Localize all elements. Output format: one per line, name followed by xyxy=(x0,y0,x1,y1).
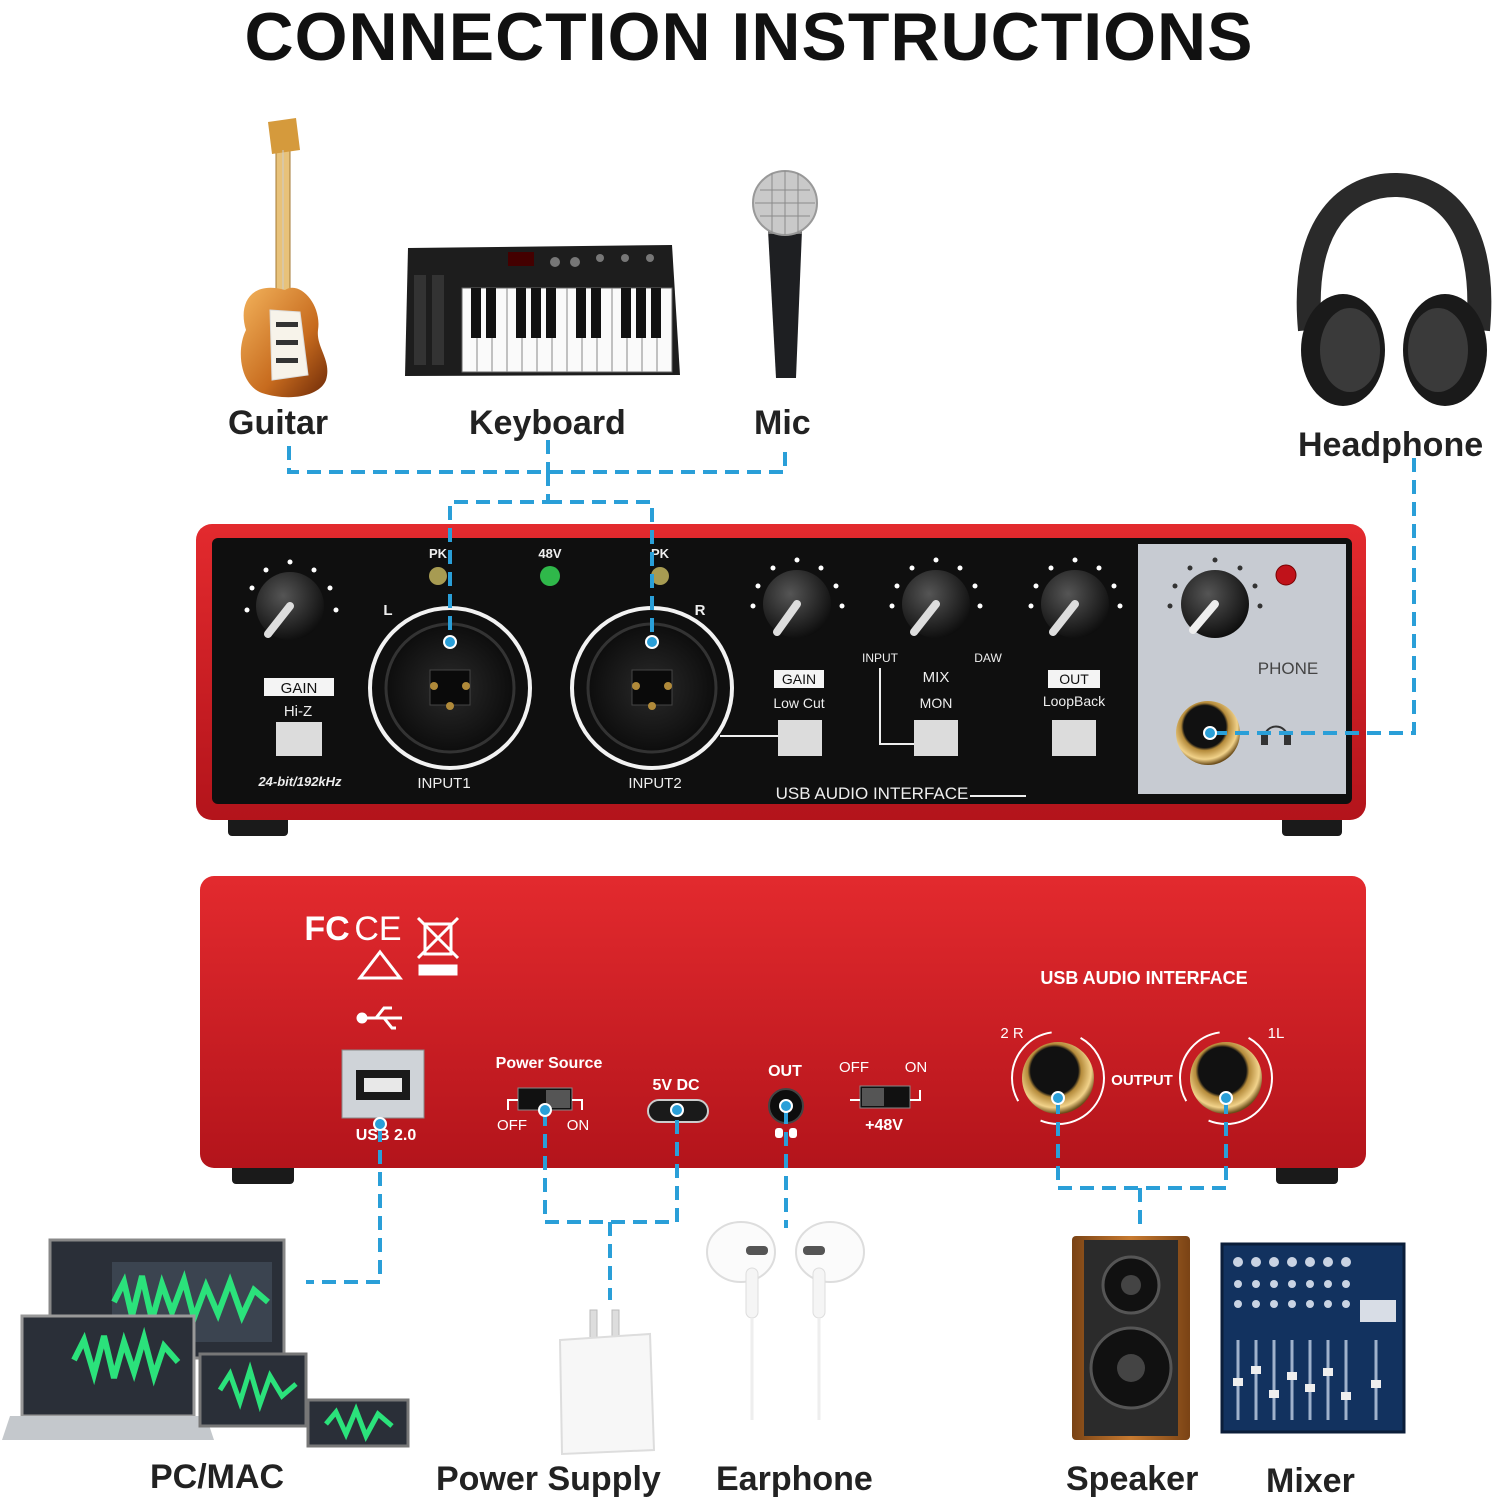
output-line xyxy=(1056,1100,1228,1190)
input2-label: INPUT2 xyxy=(628,775,681,792)
weee-bin-icon xyxy=(416,916,460,976)
connection-lines xyxy=(287,440,1416,1300)
mix-knob[interactable] xyxy=(902,570,970,638)
usb-b-port[interactable] xyxy=(341,1049,425,1119)
headphone-label: Headphone xyxy=(1298,426,1484,464)
guitar-label: Guitar xyxy=(228,404,329,442)
headphone-icon xyxy=(1296,172,1492,406)
gain-knob-right[interactable] xyxy=(763,570,831,638)
power-supply-label: Power Supply xyxy=(436,1460,661,1498)
out-dots xyxy=(1028,557,1123,609)
low-cut-button[interactable] xyxy=(778,720,822,756)
out-jack-label: OUT xyxy=(768,1063,802,1080)
output-label: OUTPUT xyxy=(1111,1072,1173,1089)
gain-label-box-left xyxy=(264,678,334,696)
guitar-icon xyxy=(240,118,328,398)
pc-mac-icon xyxy=(2,1238,410,1448)
power-adapter-icon xyxy=(558,1309,656,1456)
rcm-mark-icon xyxy=(356,949,404,980)
ce-mark: CE xyxy=(354,910,401,948)
hi-z-button[interactable] xyxy=(276,722,322,756)
phone-knob[interactable] xyxy=(1181,570,1249,638)
48v-ticks xyxy=(850,1090,921,1101)
48v-on-label: ON xyxy=(905,1059,928,1076)
gain-dots-right xyxy=(750,557,845,609)
phone-label: PHONE xyxy=(1258,659,1318,678)
usb-symbol-icon xyxy=(356,1006,402,1030)
mixer-label: Mixer xyxy=(1266,1462,1355,1500)
input1-line xyxy=(448,472,550,640)
loopback-label: LoopBack xyxy=(1043,693,1106,709)
5v-dc-label: 5V DC xyxy=(652,1077,700,1094)
bitrate-label: 24-bit/192kHz xyxy=(257,774,342,789)
input-bus-line xyxy=(287,446,787,474)
pk-led-left xyxy=(429,567,447,585)
pk-led-right xyxy=(651,567,669,585)
l-label: L xyxy=(383,602,392,619)
mix-label: MIX xyxy=(923,669,950,686)
headphone-line xyxy=(1212,458,1416,735)
power-on-label: ON xyxy=(567,1117,590,1134)
output-1l-jack[interactable] xyxy=(1190,1042,1262,1114)
gain-knob-left[interactable] xyxy=(256,572,324,640)
fc-mark: FC xyxy=(304,910,349,948)
headphone-small-icon xyxy=(1261,725,1291,745)
mon-label: MON xyxy=(920,695,953,711)
mon-button[interactable] xyxy=(914,720,958,756)
gain-label-right: GAIN xyxy=(782,671,816,687)
earphone-small-icon xyxy=(775,1128,797,1138)
48v-label: 48V xyxy=(538,546,561,561)
out-label-box xyxy=(1048,670,1100,688)
earphone-icon xyxy=(706,1221,865,1420)
input1-label: INPUT1 xyxy=(417,775,470,792)
output-2r-jack[interactable] xyxy=(1022,1042,1094,1114)
back-usb-audio-interface-label: USB AUDIO INTERFACE xyxy=(1040,968,1247,988)
low-cut-label: Low Cut xyxy=(773,695,824,711)
mic-icon xyxy=(752,170,818,378)
connection-endpoints xyxy=(373,635,1233,1131)
earphone-label: Earphone xyxy=(716,1460,873,1498)
gain-dots-left xyxy=(244,559,339,613)
gain-label-box-right xyxy=(774,670,824,688)
plus48v-label: +48V xyxy=(865,1117,903,1134)
speaker-label: Speaker xyxy=(1066,1460,1199,1498)
input1-jack[interactable] xyxy=(368,606,532,770)
mix-daw-label: DAW xyxy=(974,651,1002,665)
mic-label: Mic xyxy=(754,404,811,442)
pk-label-left: PK xyxy=(429,546,448,561)
mix-input-label: INPUT xyxy=(862,651,899,665)
output-1l-label: 1L xyxy=(1268,1025,1285,1042)
keyboard-label: Keyboard xyxy=(469,404,626,442)
power-led xyxy=(1275,564,1297,586)
phone-dots xyxy=(1167,557,1263,609)
mon-link xyxy=(879,668,914,745)
48v-switch[interactable] xyxy=(859,1085,911,1109)
48v-off-label: OFF xyxy=(839,1059,869,1076)
48v-led xyxy=(540,566,560,586)
power-source-label: Power Source xyxy=(496,1055,603,1072)
input2-line xyxy=(548,500,654,640)
pk-label-right: PK xyxy=(651,546,670,561)
usb20-label: USB 2.0 xyxy=(356,1127,417,1144)
gain-label-left: GAIN xyxy=(281,680,318,697)
loopback-button[interactable] xyxy=(1052,720,1096,756)
keyboard-icon xyxy=(405,245,680,376)
mix-dots xyxy=(889,557,983,609)
page-title: CONNECTION INSTRUCTIONS xyxy=(244,0,1254,75)
speaker-icon xyxy=(1072,1236,1190,1440)
power-source-switch[interactable] xyxy=(517,1087,573,1111)
out-knob[interactable] xyxy=(1041,570,1109,638)
out-label: OUT xyxy=(1059,671,1089,687)
front-usb-audio-interface-label: USB AUDIO INTERFACE xyxy=(776,784,969,803)
pc-mac-label: PC/MAC xyxy=(150,1458,285,1496)
output-2r-label: 2 R xyxy=(1000,1025,1024,1042)
power-off-label: OFF xyxy=(497,1117,527,1134)
r-label: R xyxy=(695,602,706,619)
usb-pc-line xyxy=(306,1128,382,1284)
mixer-icon xyxy=(1220,1242,1406,1434)
power-source-ticks xyxy=(507,1099,583,1110)
hi-z-label: Hi-Z xyxy=(284,703,312,720)
